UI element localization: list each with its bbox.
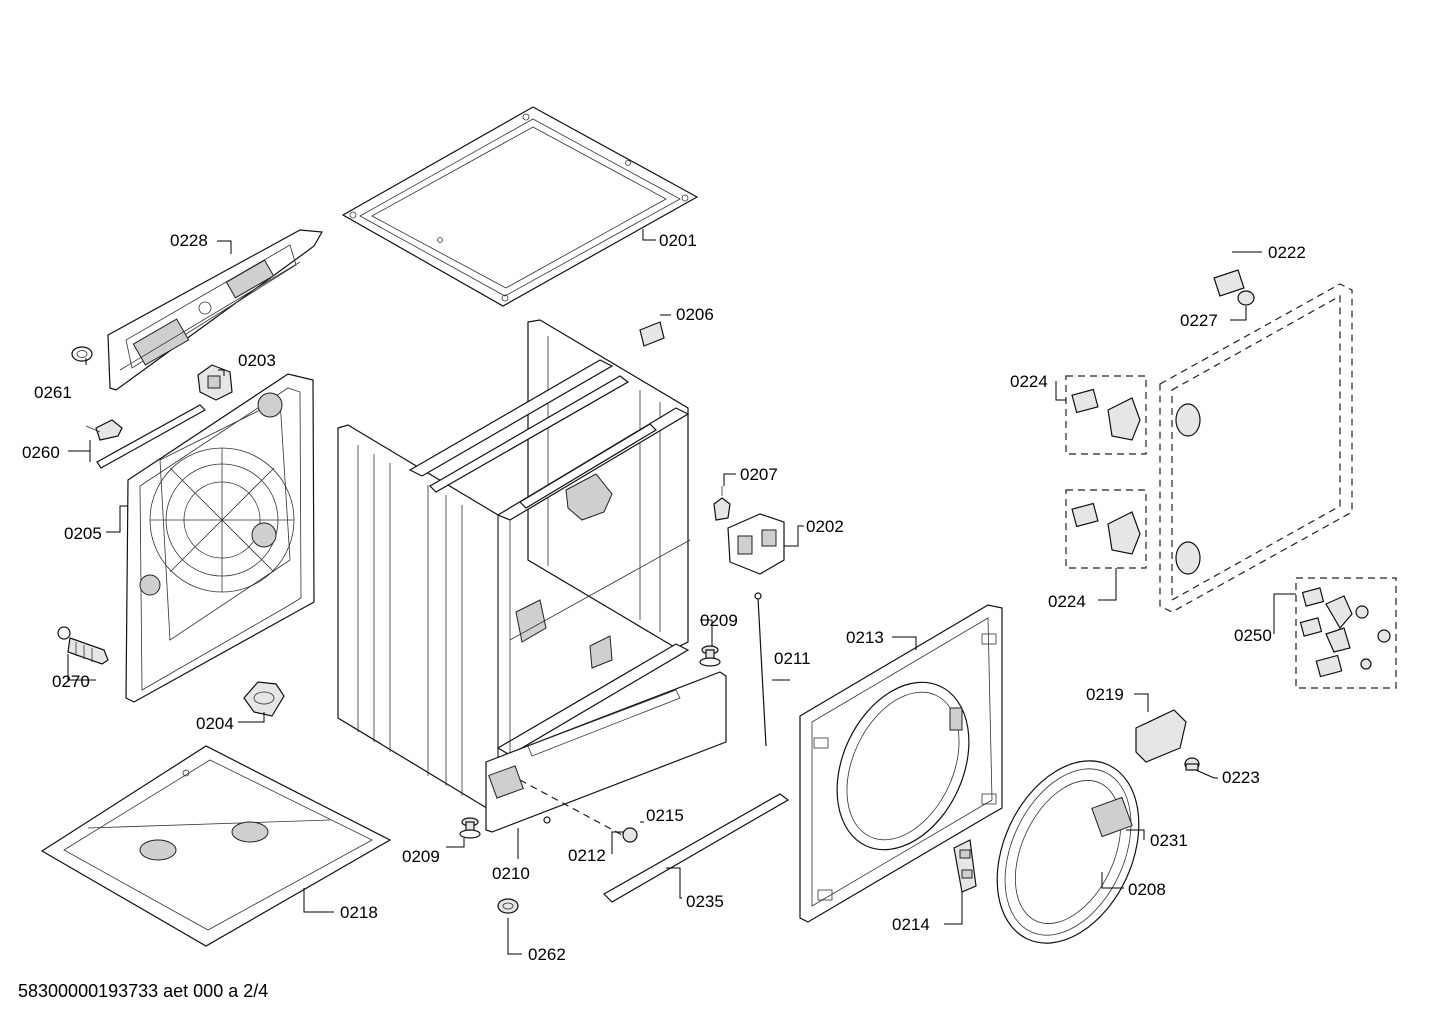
part-strip-0235 bbox=[603, 793, 790, 903]
part-knob-0223 bbox=[1184, 757, 1200, 771]
label-0204: 0204 bbox=[196, 714, 234, 733]
part-door-ring bbox=[996, 760, 1140, 944]
part-cabinet bbox=[337, 319, 727, 833]
label-0211: 0211 bbox=[774, 649, 811, 668]
part-0206 bbox=[639, 321, 665, 347]
label-0208: 0208 bbox=[1128, 880, 1166, 899]
label-0261: 0261 bbox=[34, 383, 72, 402]
label-0203: 0203 bbox=[238, 351, 276, 370]
label-0228: 0228 bbox=[170, 231, 208, 250]
part-0227 bbox=[1237, 290, 1255, 306]
part-rod-0211 bbox=[754, 592, 767, 747]
label-0219: 0219 bbox=[1086, 685, 1124, 704]
part-clip-0261 bbox=[71, 346, 93, 362]
part-module-0203 bbox=[197, 364, 233, 401]
part-clamp-0204 bbox=[243, 681, 285, 717]
kit-box-0250 bbox=[1295, 577, 1397, 689]
label-0224a: 0224 bbox=[1010, 372, 1048, 391]
label-0250: 0250 bbox=[1234, 626, 1272, 645]
part-screw bbox=[519, 779, 638, 843]
part-rear-bracket bbox=[107, 229, 323, 391]
part-foot-0209b bbox=[459, 817, 481, 839]
part-door-lock bbox=[727, 513, 785, 575]
label-0212: 0212 bbox=[568, 846, 606, 865]
label-0222: 0222 bbox=[1268, 243, 1306, 262]
label-0207: 0207 bbox=[740, 465, 778, 484]
part-top-cover bbox=[341, 106, 699, 307]
part-0207 bbox=[713, 486, 731, 521]
label-0260: 0260 bbox=[22, 443, 60, 462]
part-fitting-0270 bbox=[57, 626, 109, 665]
label-0270: 0270 bbox=[52, 672, 90, 691]
part-handle-0219 bbox=[1135, 709, 1187, 763]
part-front-panel bbox=[799, 604, 1003, 923]
part-clamp-0262 bbox=[497, 898, 519, 914]
label-0210: 0210 bbox=[492, 864, 530, 883]
label-0209b: 0209 bbox=[402, 847, 440, 866]
label-0209a: 0209 bbox=[700, 611, 738, 630]
part-rear-panel bbox=[125, 373, 315, 703]
label-0215: 0215 bbox=[646, 806, 684, 825]
label-0224b: 0224 bbox=[1048, 592, 1086, 611]
label-0213: 0213 bbox=[846, 628, 884, 647]
part-hinge-0214 bbox=[953, 839, 977, 893]
label-0206: 0206 bbox=[676, 305, 714, 324]
label-0205: 0205 bbox=[64, 524, 102, 543]
label-0223: 0223 bbox=[1222, 768, 1260, 787]
label-0218: 0218 bbox=[340, 903, 378, 922]
kit-box-0224b bbox=[1065, 489, 1147, 569]
label-0227: 0227 bbox=[1180, 311, 1218, 330]
label-0202: 0202 bbox=[806, 517, 844, 536]
part-strap-0260 bbox=[85, 404, 206, 469]
part-0222 bbox=[1213, 269, 1245, 297]
label-0201: 0201 bbox=[659, 231, 697, 250]
part-door-glass-frame bbox=[1159, 283, 1353, 613]
callout-labels: 0201 0228 0261 0203 0260 0205 0270 0204 … bbox=[22, 231, 1306, 964]
leader-lines bbox=[67, 229, 1296, 955]
label-0262: 0262 bbox=[528, 945, 566, 964]
label-0235: 0235 bbox=[686, 892, 724, 911]
part-foot-0209a bbox=[699, 645, 721, 667]
part-base-frame bbox=[40, 745, 392, 947]
kit-box-0224a bbox=[1065, 375, 1147, 455]
label-0231: 0231 bbox=[1150, 831, 1188, 850]
label-0214: 0214 bbox=[892, 915, 930, 934]
document-reference: 58300000193733 aet 000 a 2/4 bbox=[18, 981, 269, 1001]
